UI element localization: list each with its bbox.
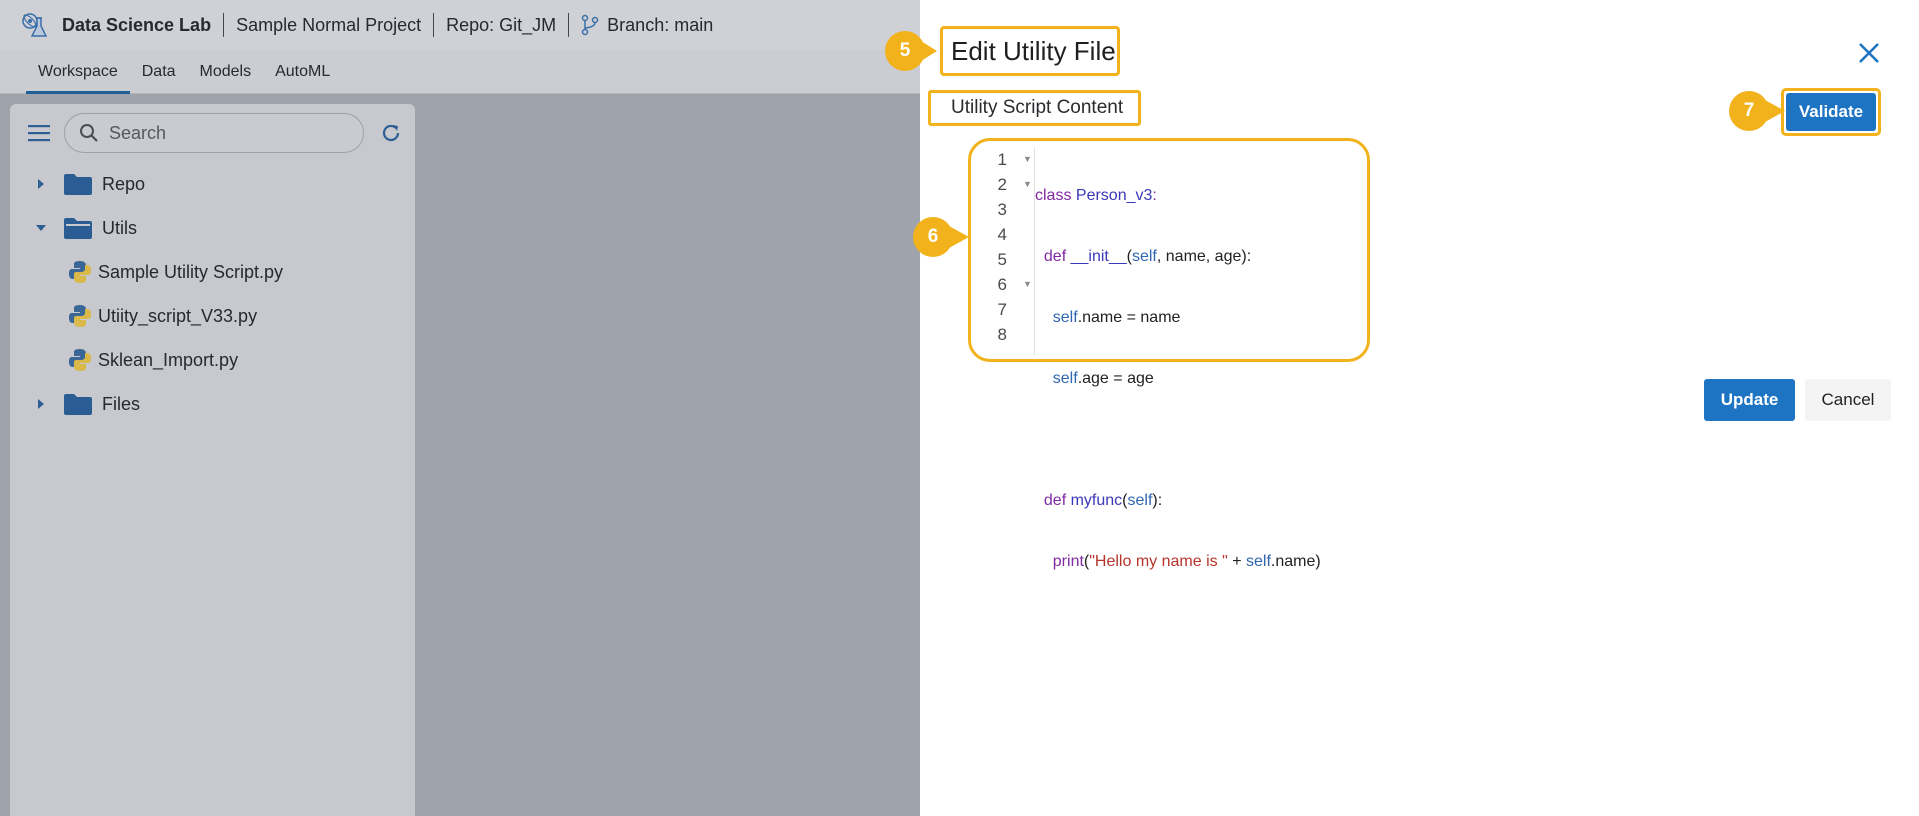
code-line: def myfunc(self): [1043, 492, 1163, 509]
repo-name[interactable]: Repo: Git_JM [446, 14, 557, 35]
hamburger-menu-icon[interactable] [28, 124, 50, 142]
code-line: self.name = name [1052, 309, 1181, 326]
validate-button[interactable]: Validate [1786, 93, 1876, 131]
folder-icon [64, 174, 92, 195]
update-button[interactable]: Update [1704, 379, 1795, 421]
tree-file-label: Sklean_Import.py [98, 349, 239, 370]
tree-label: Files [102, 393, 141, 414]
python-file-icon [69, 261, 91, 283]
fold-arrow-icon[interactable]: ▼ [1023, 154, 1032, 164]
close-icon[interactable] [1856, 40, 1882, 66]
workspace-sidebar: Search Repo Utils Sample Utility Script.… [10, 104, 415, 816]
tab-data[interactable]: Data [141, 63, 176, 80]
refresh-icon[interactable] [380, 122, 402, 144]
code-line: self.age = age [1052, 370, 1154, 387]
git-branch-icon [581, 14, 599, 36]
main-tabs: Workspace Data Models AutoML [0, 50, 920, 94]
search-input[interactable]: Search [64, 113, 364, 153]
tab-workspace[interactable]: Workspace [26, 63, 130, 94]
line-number: 6 [997, 275, 1007, 294]
tree-file[interactable]: Sample Utility Script.py [10, 250, 415, 294]
line-number: 3 [997, 200, 1007, 219]
line-number: 7 [997, 300, 1007, 319]
callout-badge-6: 6 [913, 217, 969, 257]
app-header: Data Science Lab Sample Normal Project R… [0, 0, 920, 50]
caret-right-icon[interactable] [28, 399, 54, 409]
tree-folder-repo[interactable]: Repo [10, 162, 415, 206]
callout-badge-5: 5 [885, 31, 937, 71]
code-line: class Person_v3: [1035, 187, 1157, 204]
folder-open-icon [64, 218, 92, 239]
caret-right-icon[interactable] [28, 179, 54, 189]
code-lines[interactable]: class Person_v3: def __init__(self, name… [1035, 147, 1321, 671]
folder-icon [64, 394, 92, 415]
tree-file-label: Sample Utility Script.py [98, 261, 284, 282]
line-number-gutter: 1 2 3 4 5 6 7 8 ▼ ▼ ▼ [971, 147, 1035, 355]
line-number: 2 [997, 175, 1007, 194]
fold-arrow-icon[interactable]: ▼ [1023, 179, 1032, 189]
python-file-icon [69, 305, 91, 327]
line-number: 5 [997, 250, 1007, 269]
tree-file[interactable]: Sklean_Import.py [10, 338, 415, 382]
callout-badge-7: 7 [1729, 91, 1785, 131]
line-number: 1 [997, 150, 1007, 169]
header-divider [433, 13, 435, 37]
search-placeholder: Search [109, 122, 167, 143]
script-content-label: Utility Script Content [928, 90, 1141, 126]
lab-flask-logo-icon [22, 13, 48, 37]
caret-down-icon[interactable] [28, 223, 54, 233]
line-number: 4 [997, 225, 1007, 244]
modal-title: Edit Utility File [940, 26, 1120, 76]
validate-highlight: Validate [1781, 88, 1881, 136]
code-editor[interactable]: 1 2 3 4 5 6 7 8 ▼ ▼ ▼ class Person_v3: d… [968, 138, 1370, 570]
header-divider [223, 13, 225, 37]
sidebar-toolbar: Search [10, 104, 415, 162]
branch-name[interactable]: Branch: main [607, 14, 714, 35]
tree-label: Utils [102, 217, 137, 238]
code-line: def __init__(self, name, age): [1043, 248, 1252, 265]
search-icon [80, 124, 98, 142]
tab-automl[interactable]: AutoML [275, 63, 331, 80]
tree-folder-utils[interactable]: Utils [10, 206, 415, 250]
tree-file[interactable]: Utiity_script_V33.py [10, 294, 415, 338]
tree-file-label: Utiity_script_V33.py [98, 305, 258, 326]
code-line [1035, 610, 1321, 635]
fold-arrow-icon[interactable]: ▼ [1023, 279, 1032, 289]
code-line [1035, 427, 1321, 452]
tree-label: Repo [102, 173, 146, 194]
code-line: print("Hello my name is " + self.name) [1052, 553, 1321, 570]
python-file-icon [69, 349, 91, 371]
tree-folder-files[interactable]: Files [10, 382, 415, 426]
project-name[interactable]: Sample Normal Project [236, 14, 422, 35]
tab-models[interactable]: Models [199, 63, 252, 80]
cancel-button[interactable]: Cancel [1805, 379, 1891, 421]
header-divider [568, 13, 570, 37]
line-number: 8 [997, 325, 1007, 344]
app-title: Data Science Lab [62, 14, 212, 35]
